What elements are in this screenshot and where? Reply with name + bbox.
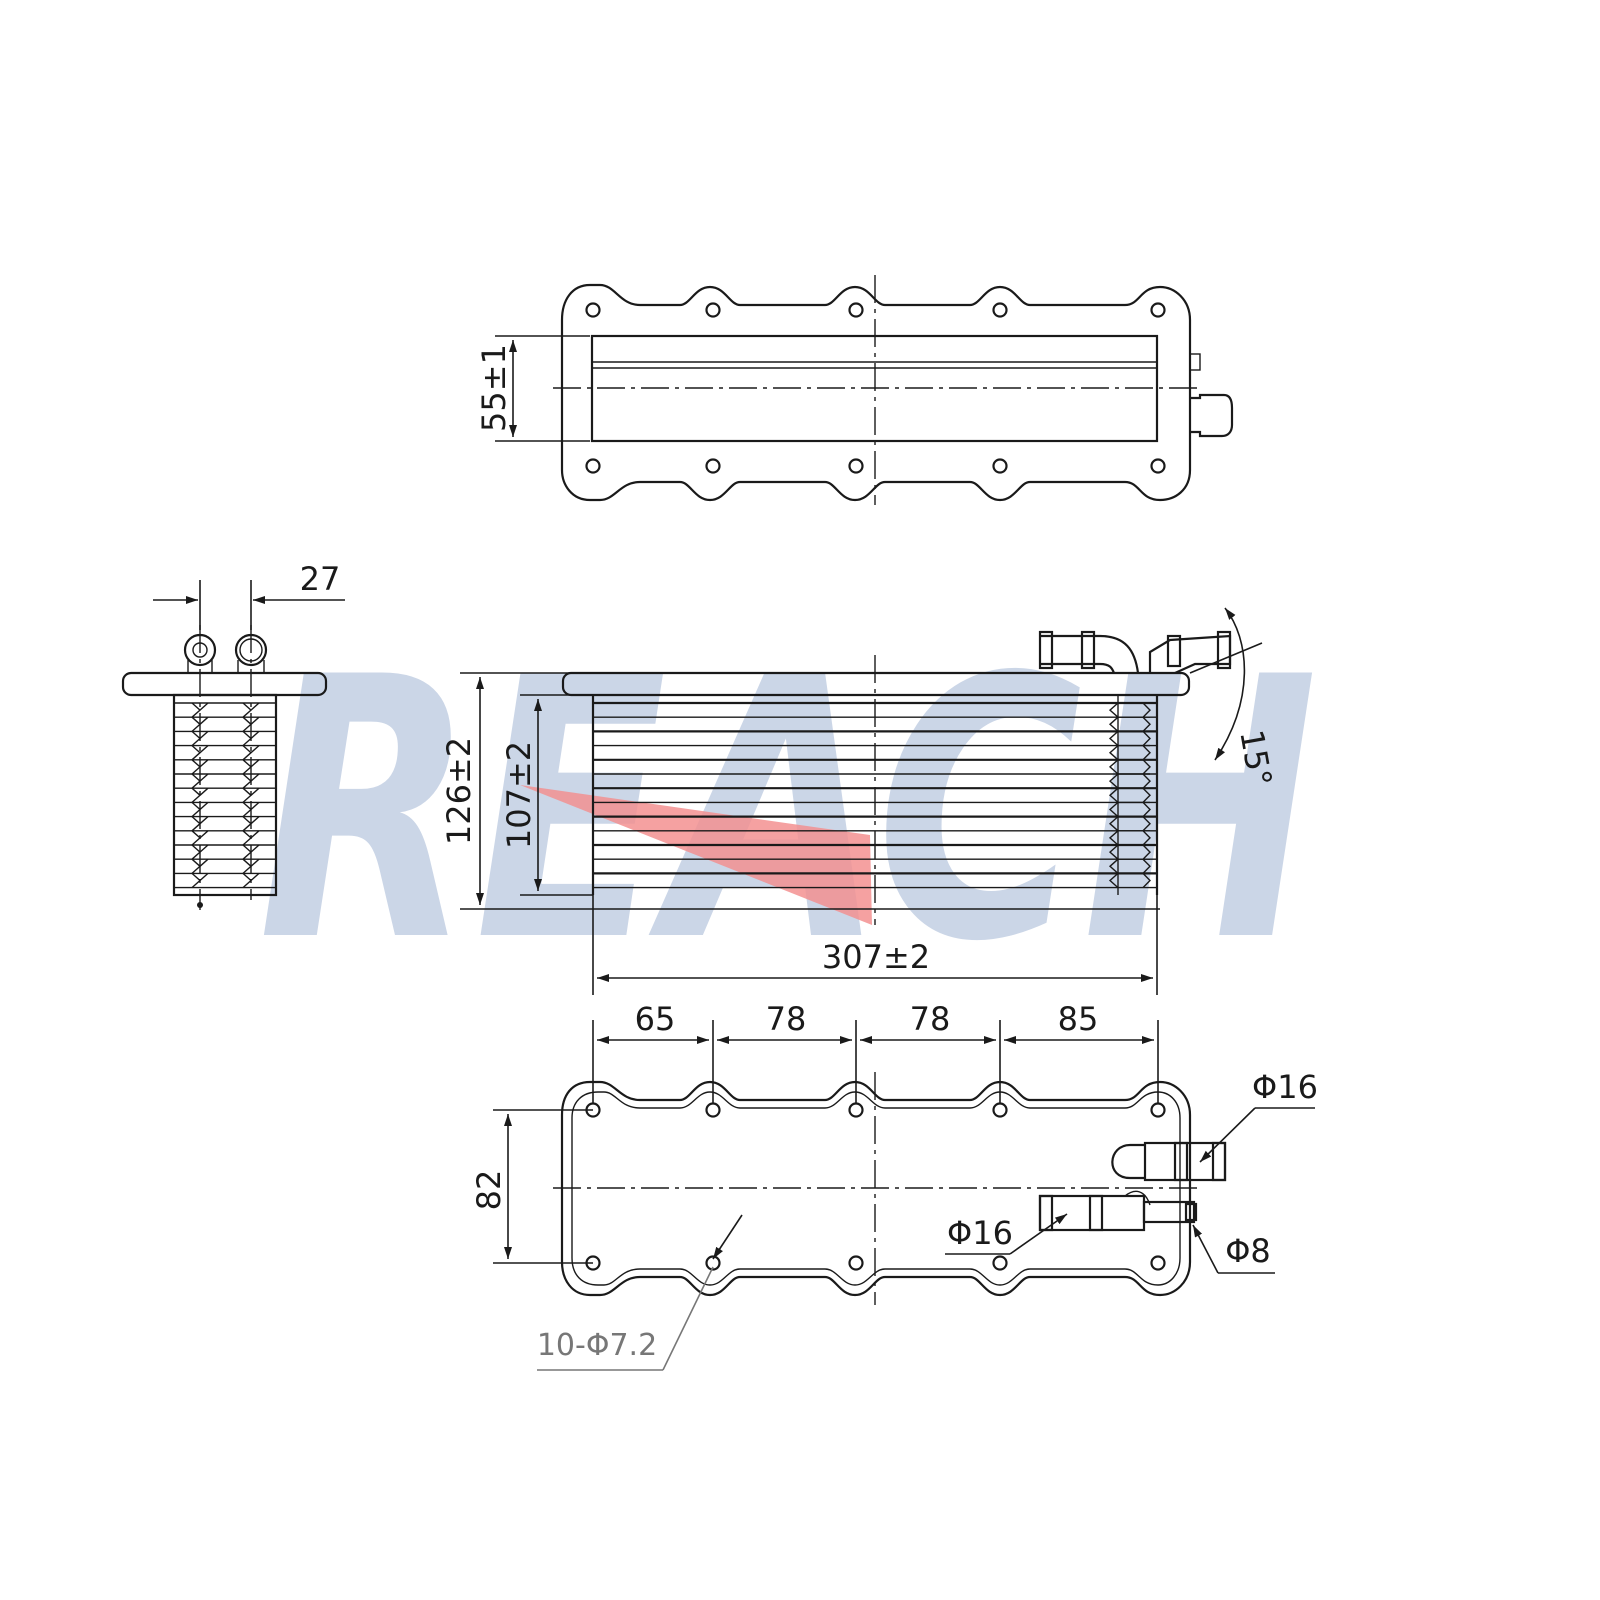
dim-total-height-label: 126±2 (440, 737, 478, 845)
leader-line (1192, 1224, 1219, 1274)
leader-line (712, 1214, 743, 1260)
pipe-lower (1038, 1194, 1146, 1232)
front-view-flange (561, 671, 1191, 697)
mounting-hole (585, 302, 601, 318)
mounting-hole (585, 458, 601, 474)
mounting-hole (848, 1102, 864, 1118)
bottom-view-gasket (571, 1091, 1181, 1286)
turbulator-cell (1108, 815, 1151, 832)
mounting-hole (1150, 1255, 1166, 1271)
turbulator-cell (1108, 844, 1151, 860)
leader-line (1199, 1107, 1256, 1163)
turbulator-cell (1108, 773, 1151, 789)
turbulator-cell (1108, 872, 1151, 889)
bottom-view-flange-outline (560, 1080, 1192, 1297)
side-fin-cell (191, 773, 260, 789)
watermark-accent (520, 785, 872, 925)
side-fin-cell (191, 745, 260, 761)
dim-spacing-4-label: 85 (1058, 1000, 1099, 1038)
watermark-text: REACH (258, 601, 1318, 1020)
side-fin-cell (191, 844, 260, 860)
side-fin-cell (191, 830, 260, 846)
turbulator-cell (1108, 702, 1151, 718)
side-fin-cell (191, 816, 260, 832)
pipe-bead (1080, 630, 1096, 670)
turbulator-cell (1108, 730, 1151, 747)
dim-pipe-spacing-label: 27 (300, 560, 341, 598)
top-view-flange-outline (560, 283, 1192, 502)
dim-depth-label: 55±1 (475, 344, 513, 432)
dim-pipe-dia-bottom-label: Φ16 (947, 1214, 1013, 1252)
watermark: REACH (258, 601, 1318, 1020)
mounting-hole (992, 1255, 1008, 1271)
pipe-small (1142, 1200, 1196, 1224)
turbulator-cell (1108, 801, 1151, 818)
dim-holes-label: 10-Φ7.2 (537, 1328, 657, 1363)
side-fin-cell (191, 716, 260, 732)
side-fin-cell (191, 702, 260, 718)
bottom-view: 65 78 78 85 82 Φ16 Φ16 Φ8 10-Φ7.2 (470, 1000, 1318, 1371)
mounting-hole (1150, 302, 1166, 318)
dim-spacing-3-label: 78 (910, 1000, 951, 1038)
pipe-elbow (1040, 634, 1140, 674)
mounting-hole (705, 302, 721, 318)
small-pipe-stub (1189, 353, 1201, 371)
drain-point (197, 902, 203, 908)
pipe-bead (1038, 630, 1054, 670)
front-view-turbulator (1108, 695, 1151, 895)
turbulator-cell (1108, 716, 1151, 732)
pipe-small-tip (1184, 1202, 1198, 1222)
side-fin-cell (191, 872, 260, 889)
side-view: 27 (121, 560, 345, 910)
dim-pipe-dia-top-label: Φ16 (1252, 1068, 1318, 1106)
mounting-hole (848, 458, 864, 474)
pipe-loop (1111, 1143, 1145, 1180)
side-fin-cell (191, 759, 260, 775)
mounting-hole (992, 302, 1008, 318)
dim-length-label: 307±2 (822, 938, 930, 976)
dim-spacing-1-label: 65 (635, 1000, 676, 1038)
mounting-hole (992, 458, 1008, 474)
dim-width-label: 82 (470, 1170, 508, 1211)
bottom-view-pipes (1038, 1141, 1227, 1232)
turbulator-cell (1108, 759, 1151, 775)
mounting-hole (705, 458, 721, 474)
mounting-hole (705, 1102, 721, 1118)
turbulator-cell (1108, 858, 1151, 874)
mounting-hole (1150, 458, 1166, 474)
turbulator-cell (1108, 830, 1151, 846)
side-fin-cell (191, 801, 260, 818)
top-view: 55±1 (475, 275, 1234, 505)
turbulator-cell (1108, 744, 1151, 761)
side-fin-cell (191, 730, 260, 747)
leader-line-grey (662, 1266, 714, 1371)
angle-arc (1214, 607, 1246, 761)
pipe-bead (1173, 1141, 1189, 1182)
front-view: 15° 126±2 107±2 307±2 (440, 607, 1279, 995)
dim-core-height-label: 107±2 (500, 741, 538, 849)
turbulator-cell (1108, 787, 1151, 803)
pipe-bead (1088, 1194, 1104, 1232)
pipe-bead (1038, 1194, 1054, 1232)
pipe-stub (1190, 393, 1234, 438)
dim-pipe-dia-small-label: Φ8 (1225, 1232, 1271, 1270)
side-view-core (172, 693, 278, 897)
mounting-hole (1150, 1102, 1166, 1118)
mounting-hole (848, 1255, 864, 1271)
side-fin-cell (191, 787, 260, 803)
mounting-hole (848, 302, 864, 318)
side-fin-cell (191, 858, 260, 874)
top-view-holes (585, 302, 1166, 474)
pipe-bead (1166, 634, 1182, 668)
mounting-hole (992, 1102, 1008, 1118)
leader-line (1009, 1213, 1068, 1255)
dim-spacing-2-label: 78 (766, 1000, 807, 1038)
